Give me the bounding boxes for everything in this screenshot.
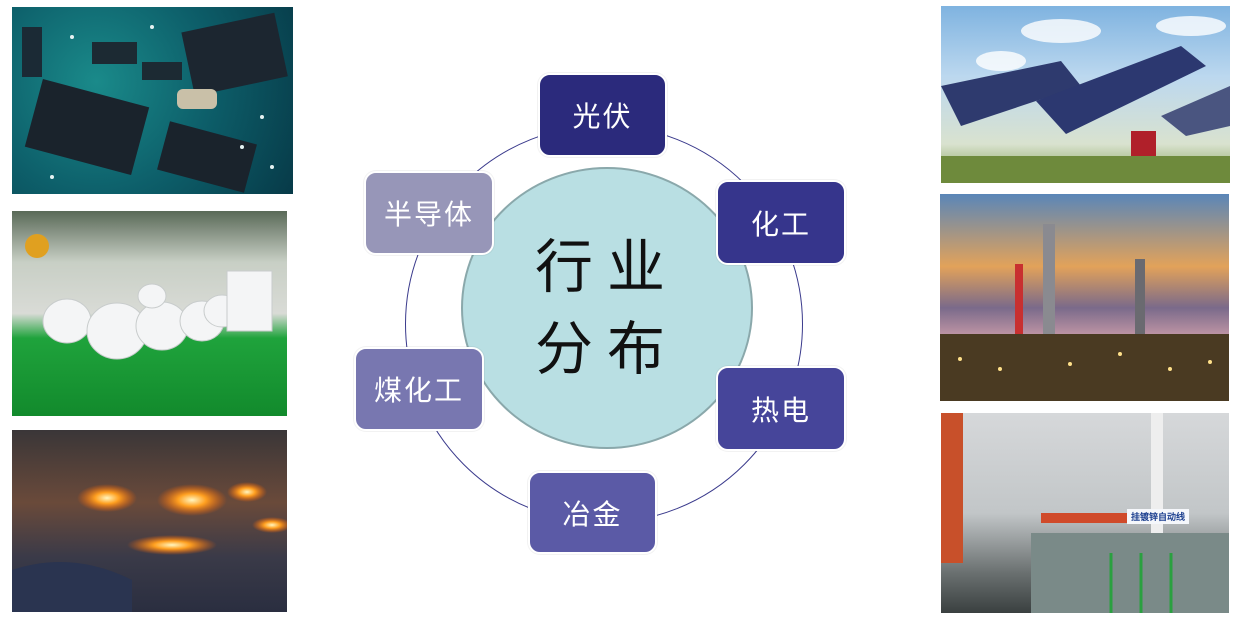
circuit-board-photo bbox=[12, 7, 293, 194]
furnace-flames-graphic bbox=[12, 482, 287, 612]
node-bandaoti: 半导体 bbox=[364, 171, 494, 255]
node-label: 热电 bbox=[750, 393, 811, 427]
node-label: 光伏 bbox=[572, 100, 633, 133]
node-label: 半导体 bbox=[383, 198, 474, 231]
node-huagong: 化工 bbox=[716, 180, 846, 265]
paper-mill-photo bbox=[12, 211, 287, 416]
solar-panels-photo bbox=[941, 6, 1230, 183]
metallurgy-furnace-photo bbox=[12, 430, 287, 612]
node-label: 冶金 bbox=[562, 497, 623, 531]
node-meihuagong: 煤化工 bbox=[354, 347, 484, 431]
solar-array-graphic bbox=[941, 16, 1230, 183]
node-redian: 热电 bbox=[716, 366, 846, 451]
node-label: 化工 bbox=[750, 207, 811, 241]
galvanizing-line-photo: 挂镀锌自动线 bbox=[941, 413, 1229, 613]
node-yejin: 冶金 bbox=[528, 471, 657, 554]
refinery-towers-graphic bbox=[940, 224, 1229, 401]
center-title-line1: 行业 bbox=[534, 233, 679, 301]
node-label: 煤化工 bbox=[373, 374, 464, 407]
node-guangfu: 光伏 bbox=[538, 73, 667, 157]
circuit-chips-graphic bbox=[22, 12, 288, 193]
refinery-photo bbox=[940, 194, 1229, 401]
center-title-line2: 分布 bbox=[534, 315, 679, 383]
center-hub: 行业 分布 bbox=[461, 167, 753, 449]
paper-rolls-graphic bbox=[25, 234, 273, 360]
galvanizing-line-sign: 挂镀锌自动线 bbox=[1127, 509, 1190, 524]
